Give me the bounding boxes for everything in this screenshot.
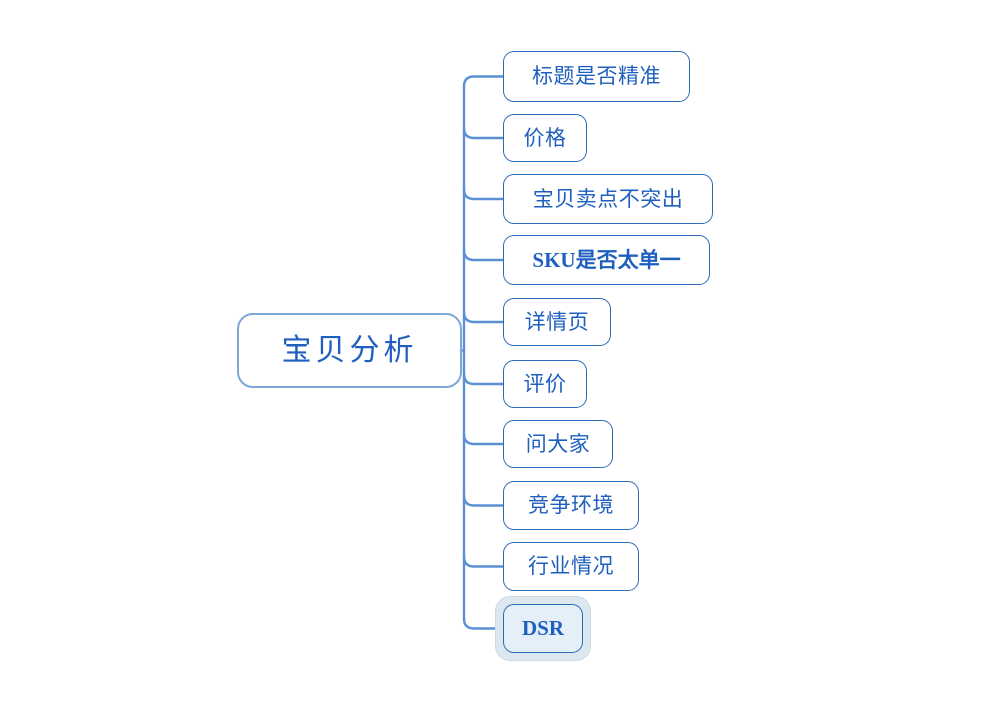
node-label: 竞争环境 [528,494,614,517]
connector-branch-8 [462,494,505,507]
node-label: 宝贝分析 [281,333,418,367]
connector-branch-5 [462,310,505,324]
node-8[interactable]: 竞争环境 [503,481,639,530]
node-9[interactable]: 行业情况 [503,542,639,591]
connector-branch-6 [462,372,505,386]
node-label: SKU是否太单一 [532,247,681,272]
node-label: 宝贝卖点不突出 [532,187,684,211]
node-4[interactable]: SKU是否太单一 [503,235,710,285]
connector-branch-9 [462,555,505,568]
connector-trunk-top [462,75,505,620]
connector-branch-4 [462,248,505,262]
node-label: DSR [521,616,564,640]
node-3[interactable]: 宝贝卖点不突出 [503,174,713,224]
node-1[interactable]: 标题是否精准 [503,51,690,102]
node-label: 评价 [523,372,567,396]
node-2[interactable]: 价格 [503,114,587,162]
root-node-baobei-fenxi[interactable]: 宝贝分析 [237,313,462,388]
node-5[interactable]: 详情页 [503,298,611,346]
connector-branch-7 [462,432,505,446]
node-10[interactable]: DSR [503,604,583,653]
node-7[interactable]: 问大家 [503,420,613,468]
connector-branch-3 [462,187,505,201]
node-label: 问大家 [525,432,591,456]
node-6[interactable]: 评价 [503,360,587,408]
node-label: 详情页 [524,310,590,334]
node-label: 标题是否精准 [532,65,661,88]
node-label: 价格 [523,126,567,150]
connector-branch-2 [462,126,505,140]
node-label: 行业情况 [528,555,614,578]
